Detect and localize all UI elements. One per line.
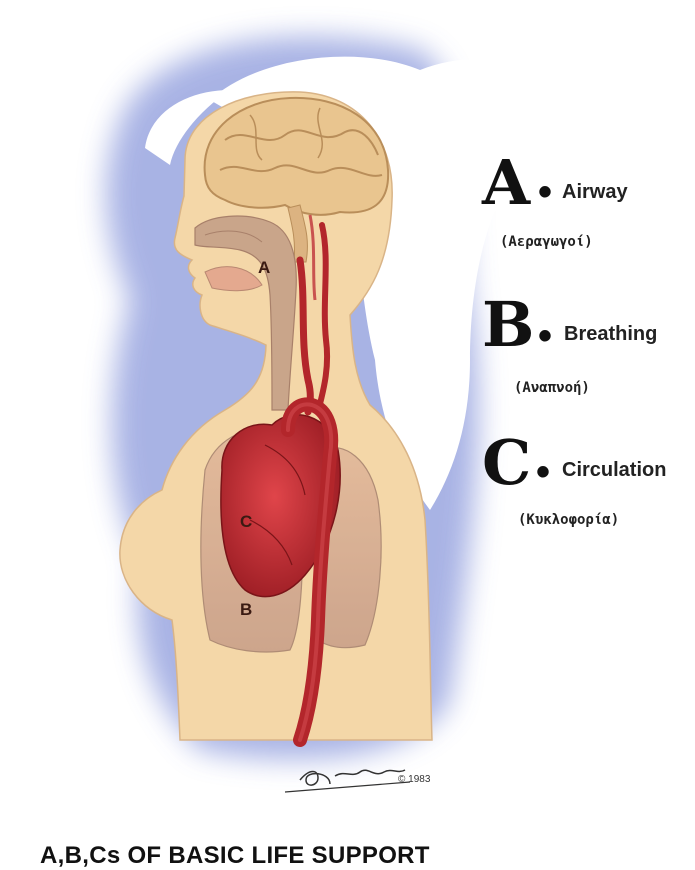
- legend-bullet: •: [538, 316, 552, 356]
- airway-label: A: [258, 258, 270, 278]
- legend-word-breathing: Breathing: [564, 323, 657, 346]
- legend-letter-b: B: [482, 294, 534, 356]
- legend-translation-airway: (Αεραγωγοί): [500, 234, 593, 250]
- legend-translation-circulation: (Κυκλοφορία): [518, 512, 619, 528]
- page-caption: A,B,Cs OF BASIC LIFE SUPPORT: [40, 842, 430, 870]
- legend-word-airway: Airway: [562, 181, 628, 204]
- legend-bullet: •: [536, 452, 550, 492]
- legend-letter-c: C: [482, 432, 531, 494]
- legend-letter-a: A: [482, 152, 530, 214]
- legend-bullet: •: [538, 172, 552, 212]
- copyright-text: © 1983: [398, 774, 430, 785]
- legend-word-circulation: Circulation: [562, 459, 666, 482]
- legend-translation-breathing: (Αναπνοή): [514, 380, 590, 396]
- lungs-label: B: [240, 600, 252, 620]
- artist-signature: [285, 770, 410, 792]
- heart-label: C: [240, 512, 252, 532]
